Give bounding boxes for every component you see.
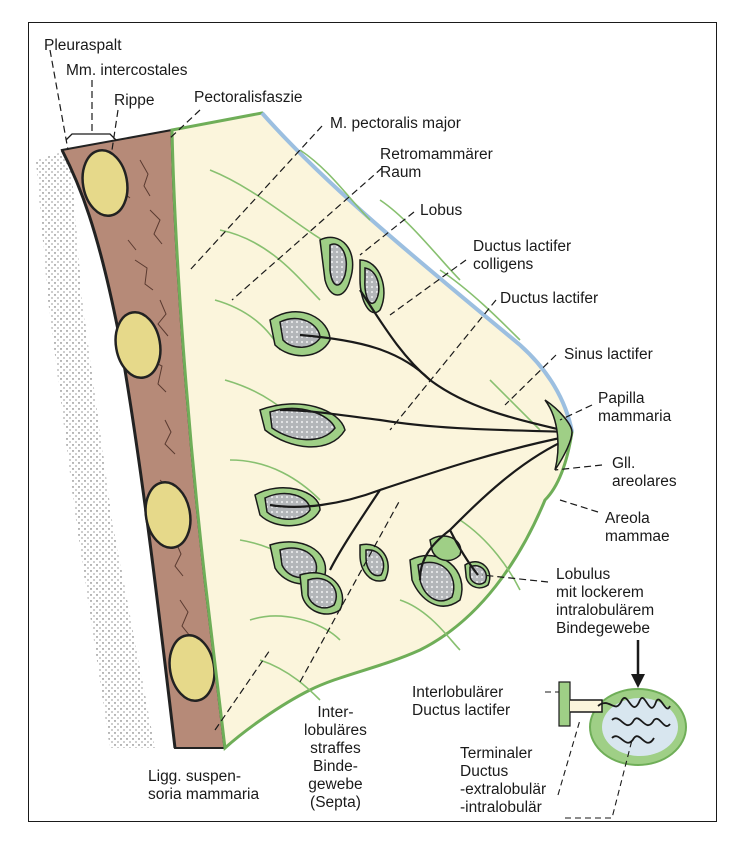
label-ductus-lactifer: Ductus lactifer [500, 290, 598, 308]
label-terminaler-ductus: TerminalerDuctus -extralobulär-intralobu… [460, 745, 546, 817]
label-rippe: Rippe [114, 92, 155, 110]
label-papilla-mammaria: Papillamammaria [598, 390, 671, 426]
inset-lobulus [545, 640, 686, 818]
label-areola-mammae: Areolamammae [605, 510, 670, 546]
label-intercostales: Mm. intercostales [66, 62, 187, 80]
label-gll-areolares: Gll.areolares [612, 455, 677, 491]
label-retromammaerer-raum: RetromammärerRaum [380, 146, 493, 182]
label-interlobulaeres-bindegewebe: Inter-lobuläres straffesBinde- gewebe(Se… [304, 704, 367, 812]
label-pectoralisfaszie: Pectoralisfaszie [194, 89, 303, 107]
label-sinus-lactifer: Sinus lactifer [564, 346, 653, 364]
label-ligg-suspensoria: Ligg. suspen-soria mammaria [148, 768, 259, 804]
label-lobus: Lobus [420, 202, 462, 220]
label-pleuraspalt: Pleuraspalt [44, 37, 122, 55]
label-lobulus: Lobulusmit lockerem intralobuläremBindeg… [556, 566, 654, 638]
label-pectoralis-major: M. pectoralis major [330, 115, 461, 133]
bracket [66, 134, 116, 140]
label-interlobulaerer-ductus: InterlobulärerDuctus lactifer [412, 684, 510, 720]
label-ductus-colligens: Ductus lactifercolligens [473, 238, 571, 274]
